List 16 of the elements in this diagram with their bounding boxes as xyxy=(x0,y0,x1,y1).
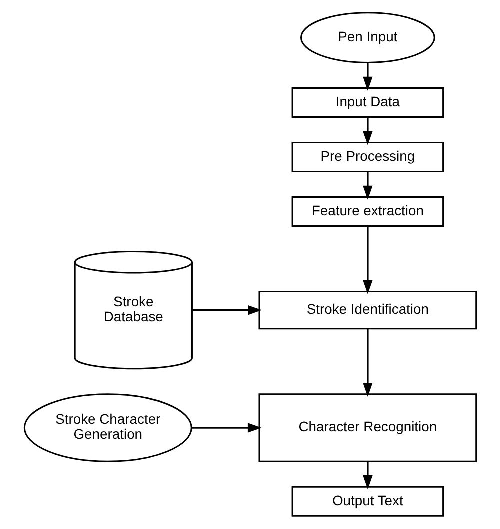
arrow xyxy=(362,329,372,397)
node-box: Character Recognition xyxy=(258,394,477,462)
arrow xyxy=(362,462,372,490)
node-ellipse: Pen Input xyxy=(300,12,435,64)
arrow xyxy=(191,423,262,433)
node-box: Pre Processing xyxy=(291,142,444,172)
node-box: Stroke Identification xyxy=(258,291,477,330)
node-ellipse: Stroke Character Generation xyxy=(23,394,192,462)
node-box: Input Data xyxy=(291,87,444,118)
node-box: Output Text xyxy=(291,486,444,517)
arrow xyxy=(362,118,372,146)
arrow xyxy=(192,305,262,316)
node-box: Feature extraction xyxy=(291,196,444,227)
arrow xyxy=(362,226,372,294)
arrow xyxy=(362,172,372,200)
arrow xyxy=(362,62,372,91)
